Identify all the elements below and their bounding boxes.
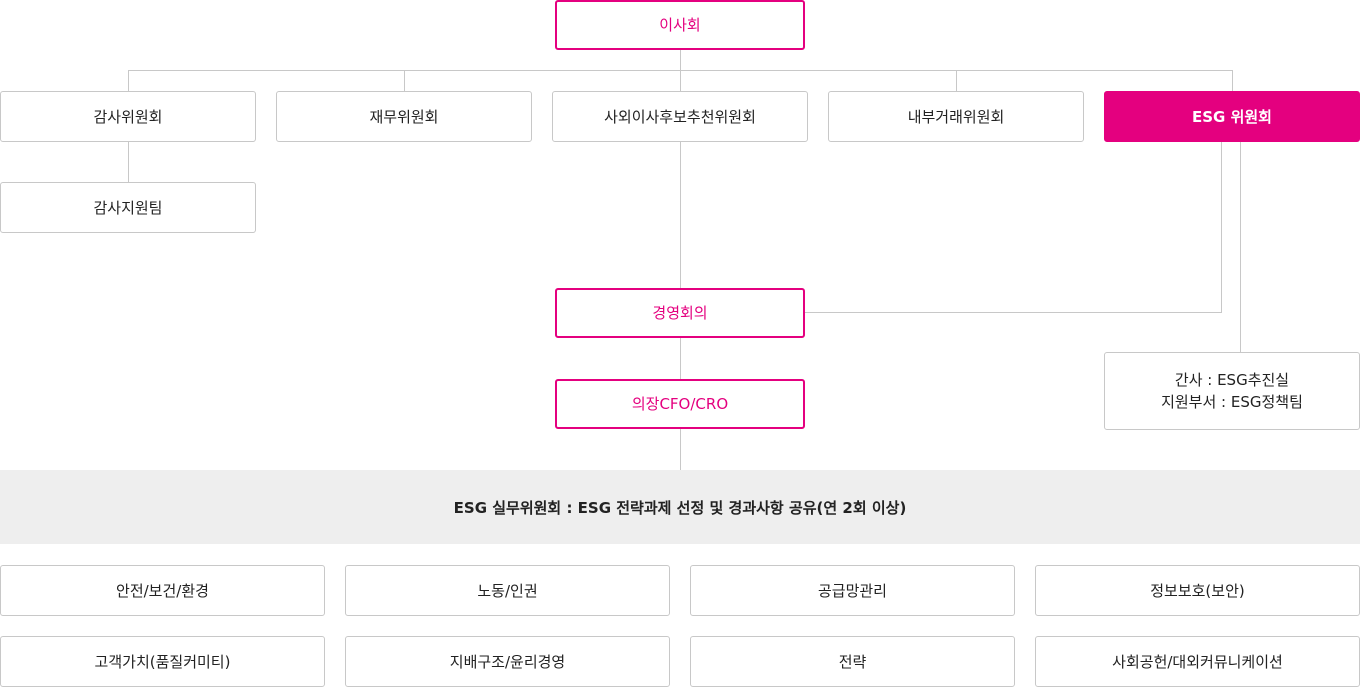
working-group-label: 지배구조/윤리경영 [449, 652, 566, 671]
working-group: 공급망관리 [690, 565, 1015, 616]
working-group: 노동/인권 [345, 565, 670, 616]
committee-label: ESG 위원회 [1192, 107, 1272, 126]
connector [1232, 70, 1233, 91]
working-group-label: 전략 [838, 652, 867, 671]
esg-secretary-label: 간사 : ESG추진실 [1174, 371, 1290, 389]
management-meeting-label: 경영회의 [652, 304, 708, 322]
working-group: 사회공헌/대외커뮤니케이션 [1035, 636, 1360, 687]
board-box: 이사회 [555, 0, 805, 50]
chair-box: 의장CFO/CRO [555, 379, 805, 429]
connector [128, 141, 129, 182]
esg-support-box: 간사 : ESG추진실 지원부서 : ESG정책팀 [1104, 352, 1360, 430]
committee-label: 재무위원회 [369, 107, 439, 126]
connector [1240, 141, 1241, 352]
working-group-label: 정보보호(보안) [1150, 581, 1245, 600]
connector [128, 70, 1233, 71]
working-group-label: 노동/인권 [477, 581, 538, 600]
connector [680, 141, 681, 288]
board-label: 이사회 [659, 16, 701, 34]
working-group-label: 안전/보건/환경 [116, 581, 209, 600]
connector [128, 70, 129, 91]
connector [1221, 141, 1222, 313]
committee-esg: ESG 위원회 [1104, 91, 1360, 142]
working-group: 지배구조/윤리경영 [345, 636, 670, 687]
working-committee-label: ESG 실무위원회 : ESG 전략과제 선정 및 경과사항 공유(연 2회 이… [453, 498, 907, 517]
working-group: 고객가치(품질커미티) [0, 636, 325, 687]
committee-internal-trade: 내부거래위원회 [828, 91, 1084, 142]
working-group-label: 고객가치(품질커미티) [94, 652, 231, 671]
connector [956, 70, 957, 91]
committee-label: 감사위원회 [93, 107, 163, 126]
committee-label: 내부거래위원회 [907, 107, 1005, 126]
working-group: 안전/보건/환경 [0, 565, 325, 616]
audit-support-team: 감사지원팀 [0, 182, 256, 233]
connector [404, 70, 405, 91]
chair-label: 의장CFO/CRO [631, 395, 729, 413]
committee-nomination: 사외이사후보추천위원회 [552, 91, 808, 142]
esg-dept-label: 지원부서 : ESG정책팀 [1161, 393, 1303, 411]
working-group-label: 공급망관리 [817, 581, 887, 600]
committee-finance: 재무위원회 [276, 91, 532, 142]
working-committee-band: ESG 실무위원회 : ESG 전략과제 선정 및 경과사항 공유(연 2회 이… [0, 470, 1360, 544]
connector [680, 429, 681, 470]
working-group: 정보보호(보안) [1035, 565, 1360, 616]
working-group-label: 사회공헌/대외커뮤니케이션 [1112, 652, 1283, 671]
management-meeting-box: 경영회의 [555, 288, 805, 338]
working-group: 전략 [690, 636, 1015, 687]
committee-audit: 감사위원회 [0, 91, 256, 142]
audit-support-label: 감사지원팀 [93, 198, 163, 217]
committee-label: 사외이사후보추천위원회 [604, 107, 756, 126]
connector [805, 312, 1222, 313]
connector [680, 338, 681, 379]
